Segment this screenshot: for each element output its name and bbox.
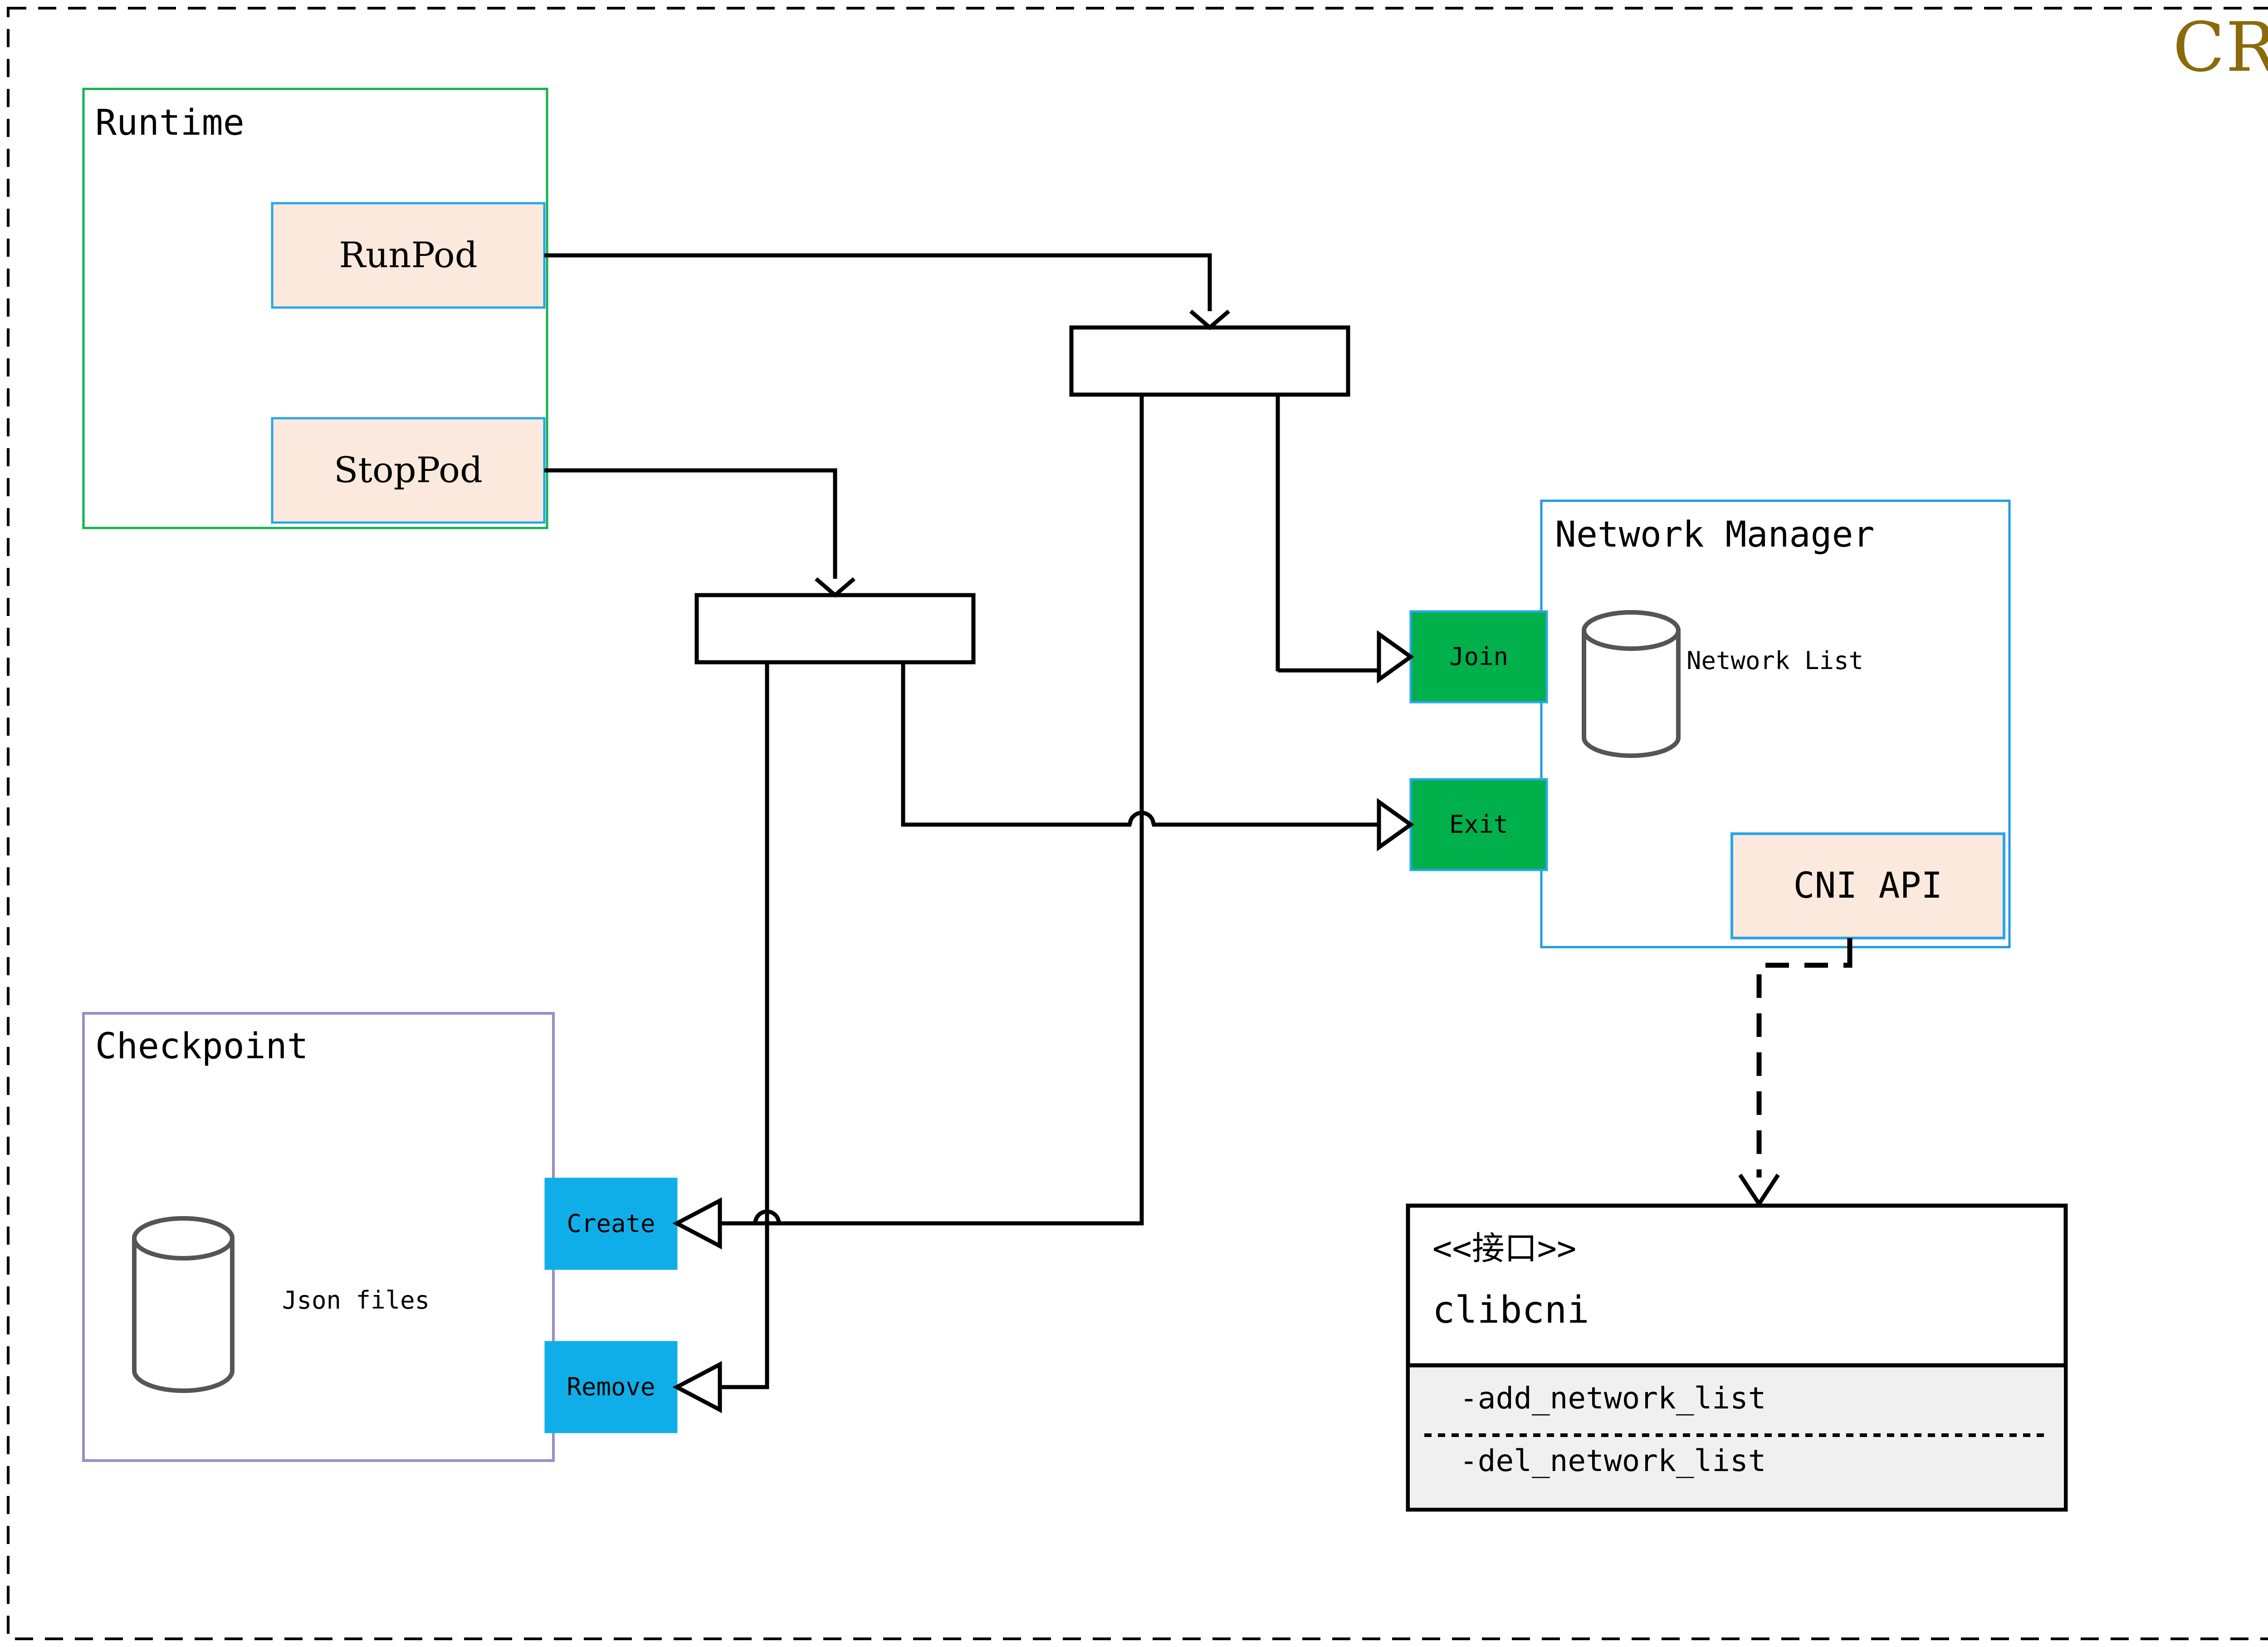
arrowhead-into-fork-run: [1189, 309, 1230, 330]
diagram-title: CRI: [2173, 8, 2268, 87]
fork-stoppod-box: [694, 593, 976, 665]
cni-api-node-label[interactable]: CNI API: [1793, 865, 1943, 906]
edge-fork-stop-to-exit: [901, 662, 1131, 827]
arrowheads: [672, 309, 1780, 1413]
json-files-cylinder: [132, 1216, 235, 1393]
runpod-node-label[interactable]: RunPod: [339, 235, 478, 276]
line-hop-exit-bus: [1128, 811, 1156, 825]
edge-runpod-to-fork: [544, 253, 1212, 311]
create-node-label[interactable]: Create: [567, 1209, 655, 1238]
arrowhead-into-remove: [672, 1361, 722, 1413]
fork-runpod-box: [1069, 325, 1350, 397]
network-list-cylinder: [1582, 610, 1681, 758]
clibcni-interface-name: clibcni: [1432, 1289, 1589, 1332]
arrowhead-into-create: [672, 1197, 722, 1250]
network-manager-container-label: Network Manager: [1555, 514, 1875, 555]
stoppod-node-box: [271, 417, 546, 524]
checkpoint-container-label: Checkpoint: [95, 1026, 308, 1067]
arrowhead-into-fork-stop: [815, 577, 855, 598]
outer-dashed-frame: [7, 7, 2268, 1640]
network-list-label: Network List: [1686, 646, 1864, 675]
remove-node-box: [544, 1341, 678, 1433]
arrowhead-into-join: [1377, 630, 1414, 684]
arrowhead-into-clibcni: [1738, 1173, 1780, 1208]
remove-node-label[interactable]: Remove: [567, 1373, 655, 1401]
json-files-label: Json files: [282, 1286, 430, 1315]
stoppod-node-label[interactable]: StopPod: [334, 450, 483, 491]
clibcni-method-add: -add_network_list: [1460, 1381, 1766, 1416]
exit-node-box: [1409, 778, 1548, 871]
edge-fork-run-to-join: [1276, 668, 1379, 673]
edge-cni-api-to-clibcni: [1756, 948, 1853, 1178]
runpod-node-box: [271, 202, 546, 309]
join-node-box: [1409, 610, 1548, 704]
cni-api-node-box: [1730, 832, 2005, 939]
runtime-container-label: Runtime: [95, 103, 244, 143]
edge-stoppod-to-fork: [544, 468, 837, 579]
exit-node-label[interactable]: Exit: [1449, 810, 1509, 839]
clibcni-stereotype: <<接口>>: [1432, 1229, 1577, 1267]
clibcni-method-del: -del_network_list: [1460, 1443, 1766, 1478]
line-hop-create-bus: [753, 1209, 781, 1224]
arrowhead-into-exit: [1377, 798, 1414, 851]
create-node-box: [544, 1178, 678, 1270]
edge-fork-run-to-create: [720, 395, 1144, 1226]
edge-fork-stop-to-remove: [720, 662, 769, 1389]
clibcni-methods-section: [1410, 1365, 2064, 1508]
join-node-label[interactable]: Join: [1449, 642, 1509, 671]
